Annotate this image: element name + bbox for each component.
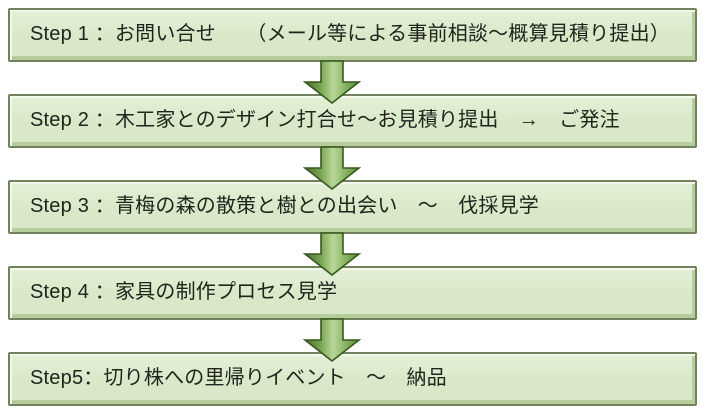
step-box-3: Step 3 ：青梅の森の散策と樹との出会い ～ 伐採見学 — [8, 180, 697, 234]
step-label-1: Step 1 ：お問い合せ （メール等による事前相談～概算見積り提出） — [30, 23, 670, 45]
down-arrow-icon — [304, 318, 360, 362]
step-box-5: Step5：切り株への里帰りイベント ～ 納品 — [8, 352, 697, 406]
step-label-5: Step5：切り株への里帰りイベント ～ 納品 — [30, 367, 447, 389]
down-arrow-icon — [304, 146, 360, 190]
step-box-4: Step 4 ：家具の制作プロセス見学 — [8, 266, 697, 320]
down-arrow-icon — [304, 60, 360, 104]
step-box-2: Step 2 ：木工家とのデザイン打合せ～お見積り提出 → ご発注 — [8, 94, 697, 148]
step-label-3: Step 3 ：青梅の森の散策と樹との出会い ～ 伐採見学 — [30, 195, 539, 217]
step-label-4: Step 4 ：家具の制作プロセス見学 — [30, 281, 338, 303]
step-box-1: Step 1 ：お問い合せ （メール等による事前相談～概算見積り提出） — [8, 8, 697, 62]
down-arrow-icon — [304, 232, 360, 276]
step-label-2: Step 2 ：木工家とのデザイン打合せ～お見積り提出 → ご発注 — [30, 109, 620, 131]
